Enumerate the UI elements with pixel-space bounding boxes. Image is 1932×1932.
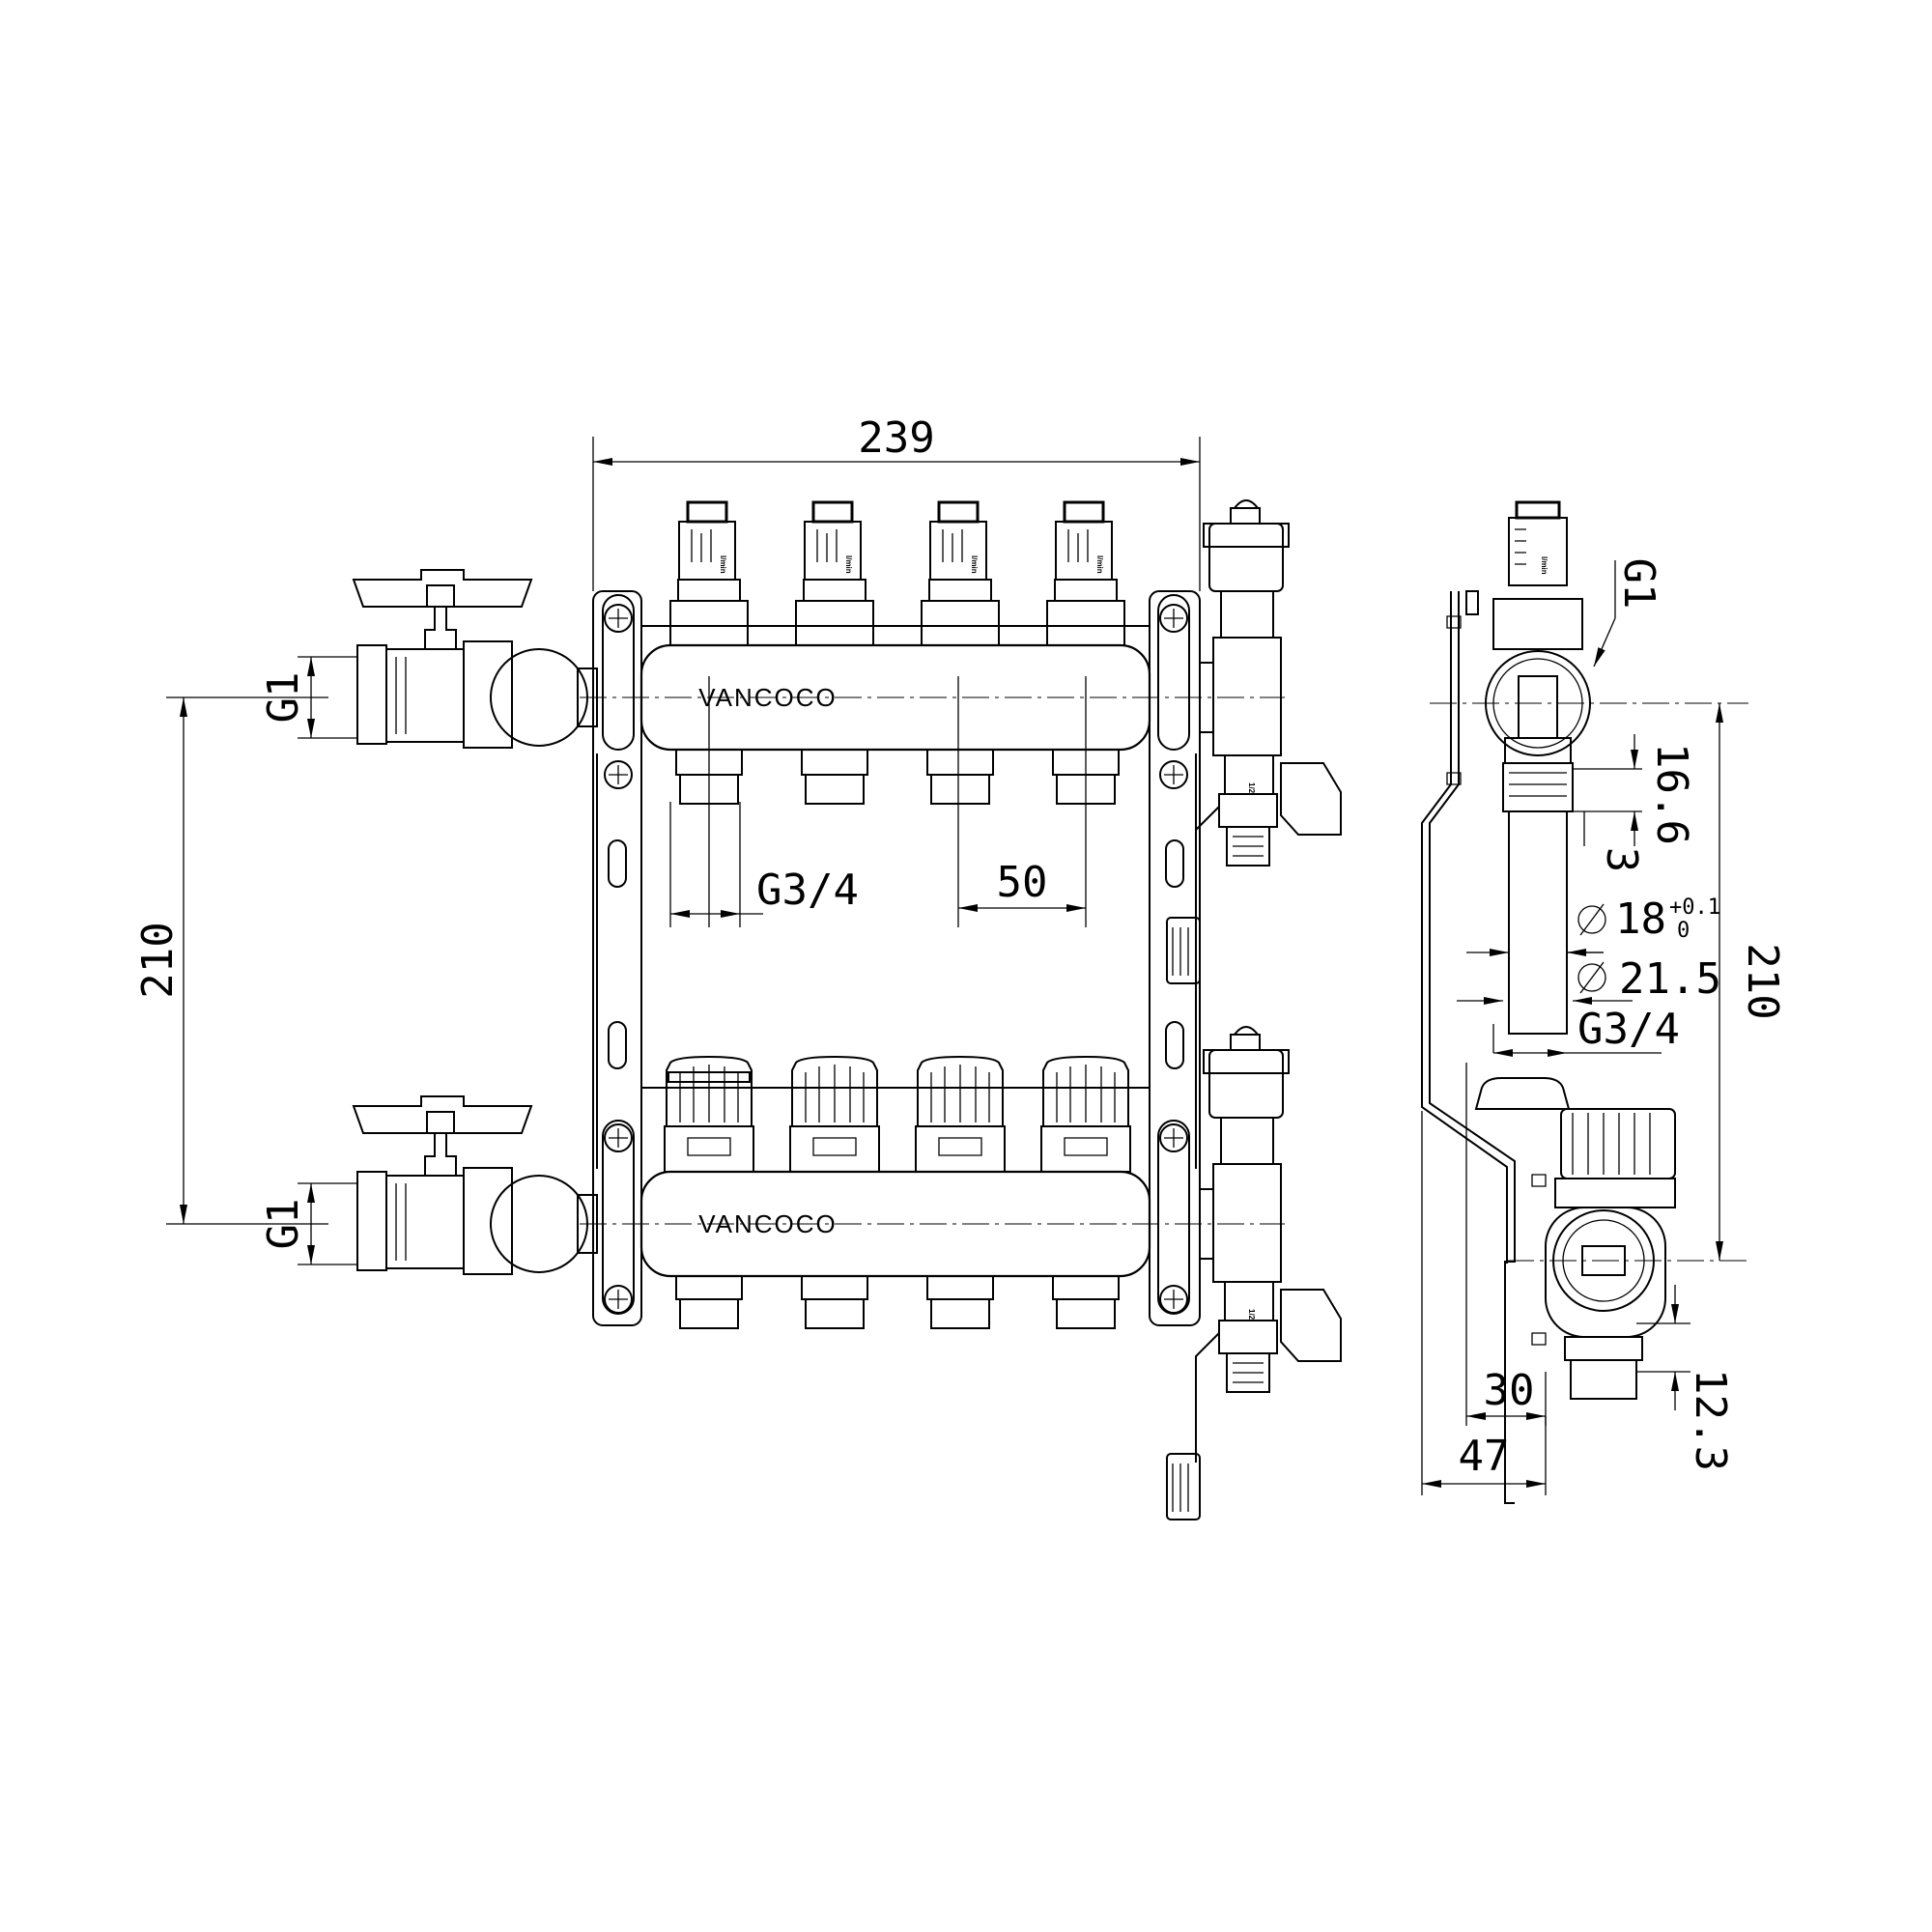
dim-tol-upper: +0.1 bbox=[1669, 895, 1720, 920]
return-outlets bbox=[675, 1275, 1120, 1329]
drain-size-label: 1/2 bbox=[1247, 1309, 1256, 1321]
side-supply-section bbox=[1430, 650, 1748, 1035]
valve-cap bbox=[789, 1055, 880, 1173]
dimension-overall-width: 239 bbox=[592, 413, 1201, 591]
dim-label-12-3: 12.3 bbox=[1686, 1369, 1735, 1471]
screw-icon bbox=[604, 604, 633, 633]
drain-handle-icon bbox=[1280, 762, 1342, 836]
supply-ball-valve bbox=[352, 569, 598, 749]
screw-icon bbox=[604, 1123, 633, 1152]
screw-icon bbox=[1159, 604, 1188, 633]
screw-icon bbox=[1159, 1285, 1188, 1314]
dim-label-side-210: 210 bbox=[1738, 943, 1787, 1019]
drain-handle-icon bbox=[1280, 1289, 1342, 1362]
dim-label-g3-4: G3/4 bbox=[756, 866, 859, 915]
dimension-side-center-distance: 210 bbox=[1716, 703, 1787, 1261]
dimension-inlet-thread-bottom: G1 bbox=[259, 1182, 357, 1265]
drain-cap-icon bbox=[1166, 917, 1201, 984]
butterfly-handle-icon bbox=[352, 569, 533, 608]
flowmeters: l/min l/min l/min l/min bbox=[669, 500, 1125, 646]
dim-label-18: 18 bbox=[1615, 895, 1666, 944]
valve-cap bbox=[915, 1055, 1006, 1173]
dimension-inlet-thread-top: G1 bbox=[259, 656, 357, 739]
dimension-side-thread-length: 16.6 3 bbox=[1573, 734, 1696, 872]
dimension-side-depth-47: 47 bbox=[1421, 1111, 1547, 1495]
unit-label: l/min bbox=[970, 555, 979, 574]
side-return-section bbox=[1474, 1077, 1748, 1400]
side-bracket bbox=[1429, 591, 1516, 1504]
dim-label-side-g1: G1 bbox=[1614, 558, 1663, 610]
screw-icon bbox=[1159, 760, 1188, 789]
flowmeter: l/min bbox=[669, 500, 749, 646]
supply-vent-drain: 1/2 bbox=[1166, 499, 1342, 984]
return-ball-valve bbox=[352, 1095, 598, 1275]
air-vent-cap-icon bbox=[1230, 499, 1261, 524]
supply-collector: VANCOCO bbox=[580, 643, 1285, 752]
side-flowmeter: l/min bbox=[1492, 500, 1583, 650]
drain-cap-icon bbox=[1166, 1453, 1201, 1520]
dim-label-3: 3 bbox=[1597, 847, 1646, 873]
screw-icon bbox=[604, 1285, 633, 1314]
valve-cap bbox=[664, 1055, 754, 1173]
screw-icon bbox=[1159, 1123, 1188, 1152]
unit-label: l/min bbox=[844, 555, 853, 574]
dim-label-239: 239 bbox=[858, 413, 934, 463]
dim-label-210: 210 bbox=[133, 922, 183, 998]
return-vent-drain: 1/2 bbox=[1166, 1026, 1342, 1520]
dim-label-16-6: 16.6 bbox=[1647, 743, 1696, 845]
front-view: VANCOCO VANCOCO l/min l/min bbox=[133, 413, 1342, 1520]
dim-label-g1: G1 bbox=[259, 672, 308, 724]
dim-label-50: 50 bbox=[997, 858, 1048, 907]
side-view: l/min bbox=[1421, 500, 1787, 1504]
dim-label-47: 47 bbox=[1459, 1432, 1510, 1481]
dimension-side-outer-diameter: 21.5 bbox=[1457, 954, 1721, 1005]
flowmeter: l/min bbox=[1046, 500, 1125, 646]
valve-caps bbox=[664, 1055, 1131, 1173]
valve-cap bbox=[1040, 1055, 1131, 1173]
butterfly-handle-icon bbox=[352, 1095, 533, 1134]
unit-label: l/min bbox=[1540, 556, 1548, 575]
dimension-side-12-3: 12.3 bbox=[1636, 1285, 1735, 1471]
dimension-side-inlet-thread: G1 bbox=[1593, 558, 1663, 668]
dim-label-21-5: 21.5 bbox=[1619, 954, 1721, 1004]
dimension-center-distance: 210 bbox=[133, 696, 328, 1225]
dim-label-g1: G1 bbox=[259, 1199, 308, 1250]
drain-size-label: 1/2 bbox=[1247, 782, 1256, 794]
dimension-side-inner-diameter: 18 +0.1 0 bbox=[1466, 895, 1720, 956]
unit-label: l/min bbox=[1095, 555, 1104, 574]
flowmeter: l/min bbox=[795, 500, 874, 646]
return-collector: VANCOCO bbox=[580, 1170, 1285, 1278]
dimension-side-outlet-thread: G3/4 bbox=[1492, 1005, 1680, 1057]
air-vent-cap-icon bbox=[1230, 1026, 1261, 1050]
flowmeter: l/min bbox=[921, 500, 1000, 646]
dimension-outlet-thread: G3/4 bbox=[670, 866, 859, 918]
dim-label-30: 30 bbox=[1484, 1366, 1535, 1415]
screw-icon bbox=[604, 760, 633, 789]
supply-outlets bbox=[675, 749, 1120, 805]
bracket-screws bbox=[604, 604, 1188, 1314]
unit-label: l/min bbox=[719, 555, 727, 574]
outlet-centerlines bbox=[669, 676, 1087, 927]
dim-label-side-g3-4: G3/4 bbox=[1577, 1005, 1680, 1054]
mounting-bracket bbox=[592, 590, 1201, 1326]
dim-tol-lower: 0 bbox=[1677, 919, 1690, 943]
dimension-outlet-spacing: 50 bbox=[958, 858, 1086, 912]
